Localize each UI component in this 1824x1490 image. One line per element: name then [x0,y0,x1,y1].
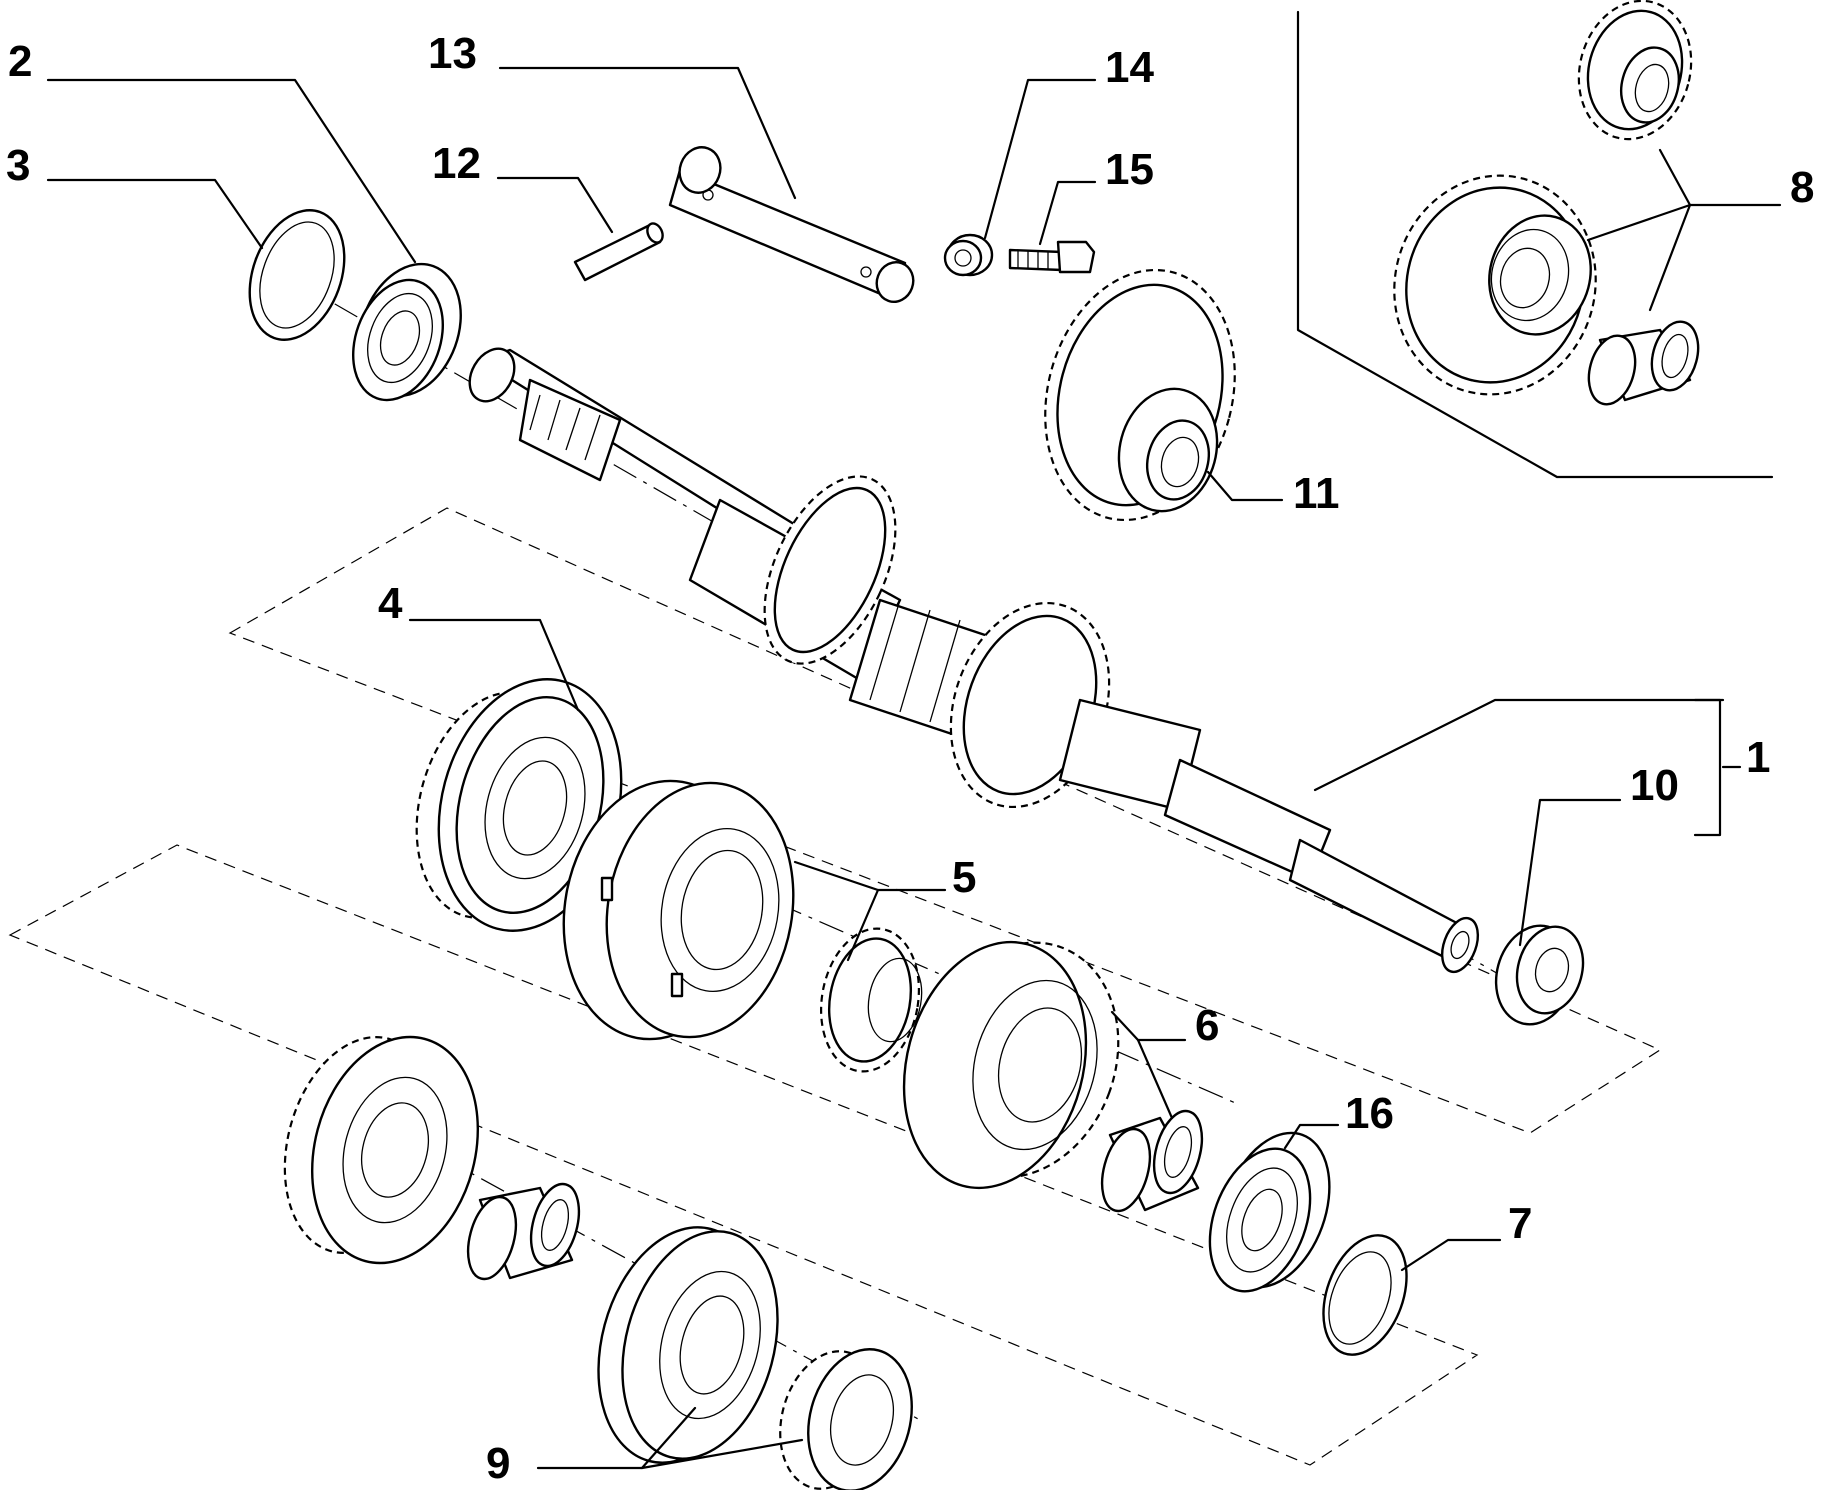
part-6-gear [902,940,1204,1213]
part-4-gear [415,678,623,932]
callout-9: 9 [486,1439,510,1488]
callout-2: 2 [8,37,32,86]
callout-8: 8 [1790,163,1814,212]
part-8-gear-set [1393,0,1700,406]
callout-7: 7 [1508,1199,1532,1248]
lower-gear [283,1035,480,1265]
part-1-main-shaft [468,347,1480,974]
callout-16: 16 [1345,1089,1394,1138]
callout-15: 15 [1105,145,1154,194]
part-13-shaft [668,146,915,303]
callout-10: 10 [1630,761,1679,810]
callout-4: 4 [378,579,403,628]
group-frame-lower [8,844,1479,1466]
part-5-synchro [562,779,923,1073]
part-14-spacer [943,233,994,277]
part-3-washer [248,209,346,341]
part-11-gear [1044,268,1236,522]
part-16-bearing [1208,1131,1331,1293]
part-9-synchro-set [597,1226,913,1490]
part-7-washer [1322,1234,1408,1356]
group-frame-8 [1296,10,1774,479]
callout-labels: 2 3 13 12 14 15 11 8 1 10 4 5 6 16 7 9 [6,29,1814,1488]
lower-bushing [466,1182,581,1281]
part-12-pin [573,222,664,282]
callout-3: 3 [6,141,30,190]
part-2-bearing [351,262,462,402]
leader-lines [46,66,1782,1470]
part-15-bolt [1008,240,1096,274]
callout-5: 5 [952,853,976,902]
callout-13: 13 [428,29,477,78]
part-10-nut [1494,924,1585,1026]
group-frame-upper [228,507,1662,1134]
callout-14: 14 [1105,43,1154,92]
callout-6: 6 [1195,1001,1219,1050]
callout-1: 1 [1746,733,1770,782]
callout-11: 11 [1293,469,1340,518]
callout-12: 12 [432,139,481,188]
